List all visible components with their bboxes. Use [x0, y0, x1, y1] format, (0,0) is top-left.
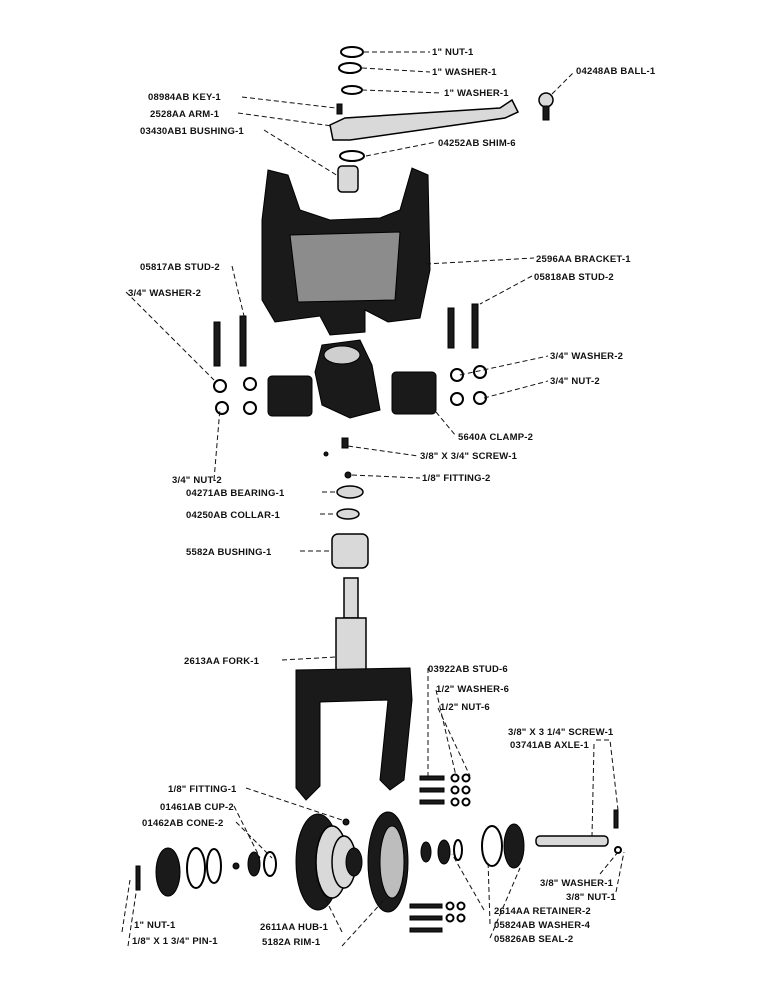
washer-right-a	[450, 368, 464, 382]
nut-left-b	[243, 401, 257, 415]
label-bracket: 2596AA BRACKET-1	[536, 254, 631, 265]
stud-left-b	[239, 315, 247, 367]
label-stud-6: 03922AB STUD-6	[428, 664, 508, 675]
clamp-right	[391, 371, 437, 415]
center-housing-top	[323, 345, 361, 365]
label-fitting-mid: 1/8" FITTING-2	[422, 473, 491, 484]
arm-part	[329, 98, 520, 141]
label-nut-half: 1/2" NUT-6	[440, 702, 490, 713]
ball-stem	[542, 105, 550, 121]
label-nut-top: 1" NUT-1	[432, 47, 474, 58]
collar-part	[336, 508, 360, 520]
axle-washer	[614, 846, 622, 854]
nut-right-a	[450, 392, 464, 406]
label-washer-4: 05824AB WASHER-4	[494, 920, 591, 931]
bracket-window	[289, 231, 401, 303]
label-collar: 04250AB COLLAR-1	[186, 510, 281, 521]
pin-part	[135, 865, 141, 891]
label-stud-left: 05817AB STUD-2	[140, 262, 220, 273]
label-nut-1-low: 1" NUT-1	[134, 920, 176, 931]
washer-right-b	[473, 365, 487, 379]
rim-part	[367, 811, 409, 913]
label-axle: 03741AB AXLE-1	[510, 740, 590, 751]
top-nut	[340, 46, 364, 58]
label-washer-half: 1/2" WASHER-6	[436, 684, 509, 695]
label-washer-top: 1" WASHER-1	[432, 67, 497, 78]
label-fitting-low: 1/8" FITTING-1	[168, 784, 237, 795]
nut-right-b	[473, 391, 487, 405]
label-fork: 2613AA FORK-1	[184, 656, 260, 667]
label-washer-left: 3/4" WASHER-2	[128, 288, 201, 299]
label-key: 08984AB KEY-1	[148, 92, 221, 103]
label-arm: 2528AA ARM-1	[150, 109, 220, 120]
label-washer-38: 3/8" WASHER-1	[540, 878, 614, 889]
label-cone: 01462AB CONE-2	[142, 818, 223, 829]
right-bearing-stack	[420, 823, 525, 869]
label-washer-right: 3/4" WASHER-2	[550, 351, 623, 362]
label-nut-right: 3/4" NUT-2	[550, 376, 600, 387]
axle-screw	[613, 809, 619, 829]
hub-part	[295, 813, 363, 911]
label-ball: 04248AB BALL-1	[576, 66, 656, 77]
clamp-left	[267, 375, 313, 417]
fork-stem	[343, 577, 359, 619]
stud-right-b	[471, 303, 479, 349]
screw-mid	[341, 437, 349, 449]
label-rim: 5182A RIM-1	[262, 937, 321, 948]
parts-group	[135, 46, 622, 933]
label-cup: 01461AB CUP-2	[160, 802, 234, 813]
fork-part	[295, 667, 413, 801]
stud-right-a	[447, 307, 455, 349]
label-clamp: 5640A CLAMP-2	[458, 432, 533, 443]
part-labels: 1" NUT-1 1" WASHER-1 1" WASHER-1 04248AB…	[128, 47, 656, 948]
bushing-top-part	[337, 165, 359, 193]
fork-neck	[335, 617, 367, 671]
dot-left	[323, 451, 329, 457]
left-bearing-stack	[155, 847, 277, 897]
label-screw-mid: 3/8" X 3/4" SCREW-1	[420, 451, 518, 462]
leader-lines	[121, 51, 625, 947]
fitting-mid	[344, 471, 352, 479]
washer-left-a	[213, 379, 227, 393]
top-washer	[338, 62, 362, 74]
washer-left-b	[243, 377, 257, 391]
label-bushing-top: 03430AB1 BUSHING-1	[140, 126, 244, 137]
label-hub: 2611AA HUB-1	[260, 922, 329, 933]
bearing-part	[336, 485, 364, 499]
label-bushing-mid: 5582A BUSHING-1	[186, 547, 272, 558]
key-part	[336, 103, 343, 115]
bushing-mid-part	[331, 533, 369, 569]
label-nut-38: 3/8" NUT-1	[566, 892, 616, 903]
label-washer-top-2: 1" WASHER-1	[444, 88, 509, 99]
stud-left-a	[213, 321, 221, 367]
fitting-low-part	[342, 818, 350, 826]
nut-left-a	[215, 401, 229, 415]
label-retainer: 2614AA RETAINER-2	[494, 906, 591, 917]
shim-part	[339, 150, 365, 162]
ball-part	[538, 92, 554, 108]
label-bearing: 04271AB BEARING-1	[186, 488, 285, 499]
label-seal: 05826AB SEAL-2	[494, 934, 573, 945]
studs-6-lower-group	[409, 901, 466, 933]
label-screw-axle: 3/8" X 3 1/4" SCREW-1	[508, 727, 614, 738]
axle-part	[535, 835, 609, 847]
label-stud-right: 05818AB STUD-2	[534, 272, 614, 283]
label-pin: 1/8" X 1 3/4" PIN-1	[132, 936, 218, 947]
label-shim: 04252AB SHIM-6	[438, 138, 516, 149]
top-washer-2	[341, 85, 363, 95]
label-nut-left: 3/4" NUT-2	[172, 475, 222, 486]
studs-6-group	[419, 773, 471, 807]
